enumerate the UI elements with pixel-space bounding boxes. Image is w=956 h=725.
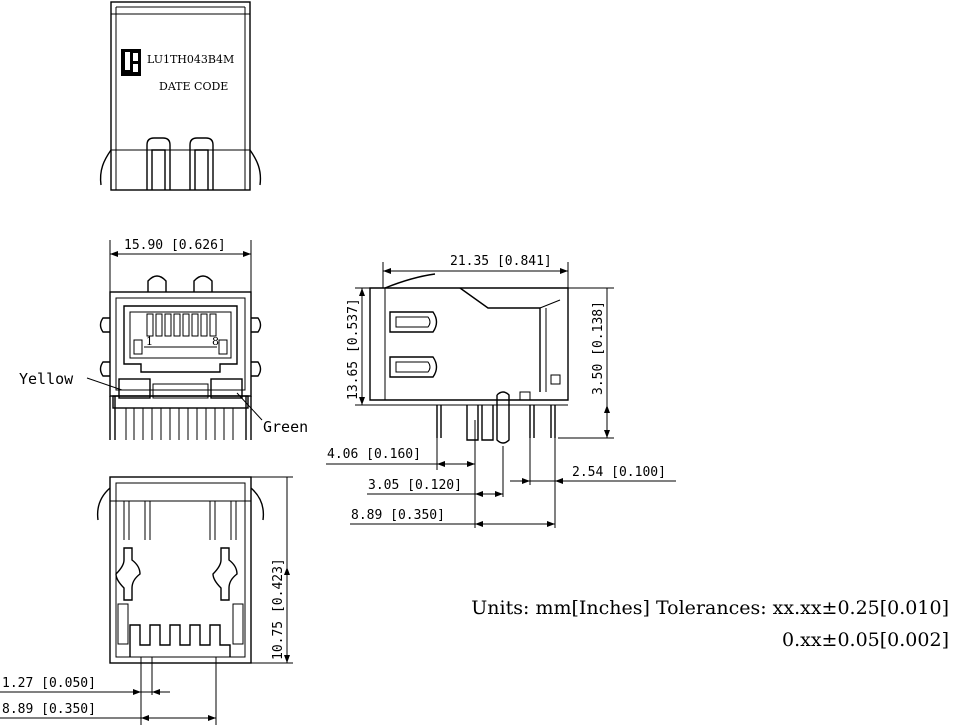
pin-8-label: 8 <box>212 335 219 348</box>
side-height-dim: 13.65 [0.537] <box>346 298 361 400</box>
bottom-pitch-dim: 1.27 [0.050] <box>2 676 96 691</box>
front-leads <box>109 396 252 440</box>
row-span-dim: 8.89 [0.350] <box>351 508 445 523</box>
part-number: LU1TH043B4M <box>147 53 234 66</box>
top-view: LU1TH043B4M DATE CODE <box>99 1 262 191</box>
front-width-dim: 15.90 [0.626] <box>124 238 226 253</box>
side-view: 21.35 [0.841] <box>326 254 676 528</box>
side-length-dim: 21.35 [0.841] <box>450 254 552 269</box>
contact-pins <box>146 313 217 337</box>
front-view: 15.90 [0.626] 1 8 <box>19 238 308 440</box>
date-code: DATE CODE <box>159 80 228 93</box>
peg-offset-dim: 3.05 [0.120] <box>368 478 462 493</box>
pin-offset-dim: 4.06 [0.160] <box>327 447 421 462</box>
units-tolerance-line: Units: mm[Inches] Tolerances: xx.xx±0.25… <box>471 597 949 619</box>
lead-pitch-dim: 2.54 [0.100] <box>572 465 666 480</box>
bottom-view: 10.75 [0.423] 1.27 [0.050] 8.89 [0.350] <box>0 476 293 725</box>
logo-mark <box>121 49 141 76</box>
led-yellow-window <box>118 378 151 399</box>
bottom-span-dim: 8.89 [0.350] <box>2 702 96 717</box>
pin-1-label: 1 <box>146 335 153 348</box>
led-yellow-label: Yellow <box>19 370 74 388</box>
tolerance-line-2: 0.xx±0.05[0.002] <box>782 629 949 651</box>
tolerance-notes: Units: mm[Inches] Tolerances: xx.xx±0.25… <box>471 597 949 651</box>
led-green-label: Green <box>263 418 308 436</box>
led-green-window <box>210 378 243 399</box>
side-leads <box>436 391 556 444</box>
bottom-depth-dim: 10.75 [0.423] <box>271 558 286 660</box>
side-standoff-dim: 3.50 [0.138] <box>591 301 606 395</box>
